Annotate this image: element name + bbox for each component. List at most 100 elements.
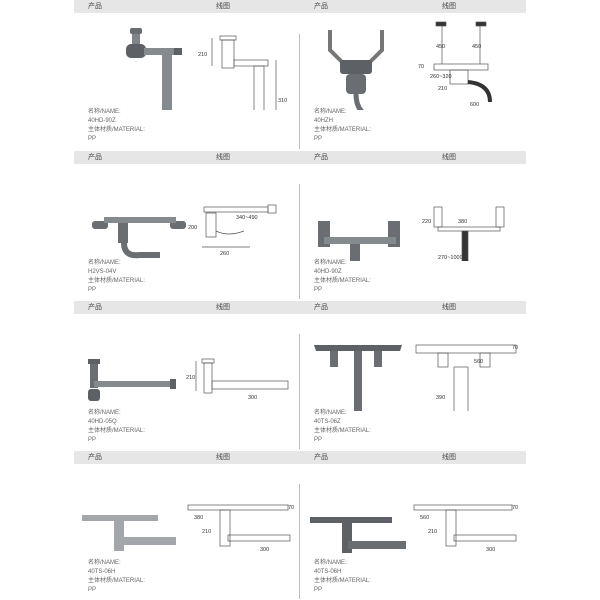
product-info: 名称/NAME: 40TS-06H 主体材质/MATERIAL: PP bbox=[88, 559, 145, 595]
drawing-column-label: 线图 bbox=[216, 154, 230, 161]
model-number: 40HZH bbox=[314, 118, 334, 124]
name-label: 名称/NAME: bbox=[88, 260, 121, 266]
dimension-label: 310 bbox=[278, 98, 287, 104]
product-info: 名称/NAME: H2VS-04V 主体材质/MATERIAL: PP bbox=[88, 259, 145, 295]
product-cell: 产品 线图 210 300 名称/NAME: 40HD-05Q 主体材质/MAT… bbox=[74, 301, 300, 449]
dimension-label: 450 bbox=[436, 44, 445, 50]
line-drawing: 450 450 70 260~320 210 600 bbox=[418, 21, 492, 108]
product-column-label: 产品 bbox=[88, 154, 102, 161]
product-column-label: 产品 bbox=[314, 3, 328, 10]
material-label: 主体材质/MATERIAL: bbox=[88, 578, 145, 584]
material-value: PP bbox=[314, 587, 323, 593]
cell-header: 产品 线图 bbox=[74, 0, 300, 13]
material-label: 主体材质/MATERIAL: bbox=[314, 278, 371, 284]
model-number: 40HD-05Q bbox=[88, 419, 117, 425]
product-column-label: 产品 bbox=[314, 304, 328, 311]
product-info: 名称/NAME: 40HD-05Q 主体材质/MATERIAL: PP bbox=[88, 409, 145, 445]
product-photo bbox=[126, 28, 182, 110]
line-drawing: 210 300 bbox=[186, 358, 289, 401]
dimension-label: 70 bbox=[288, 505, 294, 511]
product-info: 名称/NAME: 40HZH 主体材质/MATERIAL: PP bbox=[314, 108, 371, 144]
product-photo bbox=[92, 217, 186, 259]
product-photo bbox=[310, 517, 406, 553]
dimension-label: 600 bbox=[470, 102, 479, 108]
drawing-column-label: 线图 bbox=[442, 3, 456, 10]
drawing-column-label: 线图 bbox=[442, 304, 456, 311]
product-cell: 产品 线图 340~490 200 260 名称/NAME: H2VS-04V … bbox=[74, 151, 300, 299]
model-number: 40HD-90Z bbox=[88, 118, 116, 124]
product-cell: 产品 线图 210 310 名称/NAME: 40HD-90Z 主体材质/MAT… bbox=[74, 0, 300, 148]
drawing-column-label: 线图 bbox=[216, 3, 230, 10]
dimension-label: 300 bbox=[248, 395, 257, 401]
product-column-label: 产品 bbox=[314, 454, 328, 461]
model-number: 40TS-06H bbox=[88, 569, 116, 575]
dimension-label: 70 bbox=[512, 345, 518, 351]
column-divider bbox=[299, 34, 300, 149]
dimension-label: 210 bbox=[186, 375, 195, 381]
material-label: 主体材质/MATERIAL: bbox=[88, 278, 145, 284]
column-divider bbox=[299, 184, 300, 299]
product-info: 名称/NAME: 40TS-06Z 主体材质/MATERIAL: PP bbox=[314, 409, 371, 445]
material-label: 主体材质/MATERIAL: bbox=[314, 428, 371, 434]
product-column-label: 产品 bbox=[88, 304, 102, 311]
dimension-label: 270~1000 bbox=[438, 255, 463, 261]
cell-header: 产品 线图 bbox=[74, 151, 300, 164]
name-label: 名称/NAME: bbox=[88, 560, 121, 566]
dimension-label: 210 bbox=[202, 529, 211, 535]
cell-header: 产品 线图 bbox=[300, 0, 526, 13]
material-label: 主体材质/MATERIAL: bbox=[314, 127, 371, 133]
drawing-column-label: 线图 bbox=[442, 454, 456, 461]
product-photo bbox=[88, 359, 176, 401]
name-label: 名称/NAME: bbox=[88, 109, 121, 115]
name-label: 名称/NAME: bbox=[88, 410, 121, 416]
product-cell: 产品 线图 220 380 270~1000 名称/NAME: 40HD-90Z… bbox=[300, 151, 526, 299]
name-label: 名称/NAME: bbox=[314, 109, 347, 115]
material-value: PP bbox=[88, 587, 97, 593]
product-cell: 产品 线图 70 380 210 300 名称/NAME: 40TS-06H 主… bbox=[74, 451, 300, 599]
product-column-label: 产品 bbox=[88, 454, 102, 461]
material-label: 主体材质/MATERIAL: bbox=[314, 578, 371, 584]
dimension-label: 260 bbox=[220, 251, 229, 257]
dimension-label: 340~490 bbox=[236, 215, 258, 221]
dimension-label: 450 bbox=[472, 44, 481, 50]
dimension-label: 380 bbox=[194, 515, 203, 521]
dimension-label: 210 bbox=[428, 529, 437, 535]
model-number: 40TS-06Z bbox=[314, 419, 341, 425]
name-label: 名称/NAME: bbox=[314, 560, 347, 566]
material-value: PP bbox=[88, 437, 97, 443]
column-divider bbox=[299, 334, 300, 449]
product-photo bbox=[318, 221, 400, 261]
dimension-label: 70 bbox=[512, 505, 518, 511]
product-photo bbox=[82, 515, 176, 551]
product-photo bbox=[314, 345, 402, 411]
line-drawing: 220 380 270~1000 bbox=[422, 206, 505, 261]
material-label: 主体材质/MATERIAL: bbox=[88, 428, 145, 434]
product-cell: 产品 线图 70 560 390 名称/NAME: 40TS-06Z 主体材质/… bbox=[300, 301, 526, 449]
line-drawing: 70 380 210 300 bbox=[187, 504, 294, 553]
cell-header: 产品 线图 bbox=[300, 151, 526, 164]
material-value: PP bbox=[88, 136, 97, 142]
model-number: 40TS-06H bbox=[314, 569, 342, 575]
dimension-label: 560 bbox=[420, 515, 429, 521]
product-cell: 产品 线图 70 560 210 300 名称/NAME: 40TS-06H 主… bbox=[300, 451, 526, 599]
dimension-label: 220 bbox=[422, 219, 431, 225]
dimension-label: 380 bbox=[458, 219, 467, 225]
line-drawing: 210 310 bbox=[198, 35, 287, 110]
dimension-label: 300 bbox=[260, 547, 269, 553]
product-info: 名称/NAME: 40TS-06H 主体材质/MATERIAL: PP bbox=[314, 559, 371, 595]
material-value: PP bbox=[314, 136, 323, 142]
material-value: PP bbox=[314, 287, 323, 293]
name-label: 名称/NAME: bbox=[314, 410, 347, 416]
drawing-column-label: 线图 bbox=[442, 154, 456, 161]
model-number: H2VS-04V bbox=[88, 269, 117, 275]
model-number: 40HD-90Z bbox=[314, 269, 342, 275]
material-value: PP bbox=[314, 437, 323, 443]
dimension-label: 260~320 bbox=[430, 74, 452, 80]
dimension-label: 210 bbox=[198, 52, 207, 58]
product-column-label: 产品 bbox=[314, 154, 328, 161]
column-divider bbox=[299, 484, 300, 599]
cell-header: 产品 线图 bbox=[74, 451, 300, 464]
product-photo bbox=[328, 30, 384, 110]
product-info: 名称/NAME: 40HD-90Z 主体材质/MATERIAL: PP bbox=[314, 259, 371, 295]
dimension-label: 560 bbox=[474, 359, 483, 365]
